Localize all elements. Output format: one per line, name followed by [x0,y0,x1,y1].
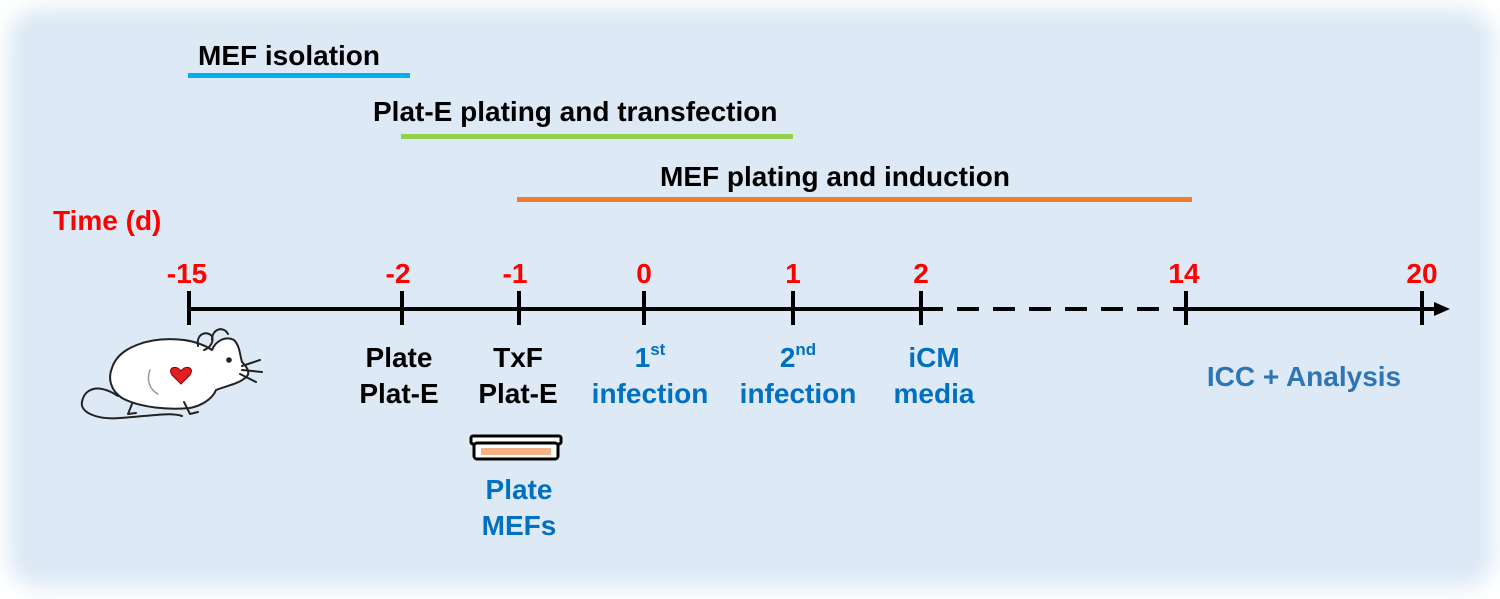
tick-label-0: 0 [636,258,652,289]
tick-label-minus-1: -1 [502,258,528,289]
event-txf-plat-e-line1: TxF [493,342,543,373]
phase-bar-mef-isolation [188,73,410,78]
event-second-infection-ordinal: 2nd [740,340,857,376]
event-icc-analysis: ICC + Analysis [1206,361,1402,392]
event-icm-media-line1: iCM [908,342,960,373]
phase-label-plat-e: Plat-E plating and transfection [373,96,778,127]
tick-label-minus-2: -2 [385,258,411,289]
event-icm-media-line2: media [893,378,975,409]
phase-label-mef-plating: MEF plating and induction [660,161,1010,192]
heart-icon [170,366,192,385]
ordinal-number: 1 [634,342,651,373]
event-plate-plat-e-line2: Plat-E [359,378,439,409]
culture-dish-icon [469,434,563,461]
event-plate-plat-e-line1: Plate [365,342,433,373]
event-second-infection-label: infection [739,378,857,409]
phase-label-mef-isolation: MEF isolation [198,40,380,71]
tick-label-20: 20 [1406,258,1438,289]
tick-label-1: 1 [785,258,801,289]
axis-title: Time (d) [53,205,162,236]
event-first-infection: 1st infection [592,340,709,412]
ordinal-suffix: st [650,340,666,359]
phase-bar-mef-plating [517,197,1192,202]
phase-bar-plat-e [401,134,793,139]
event-second-infection: 2nd infection [740,340,857,412]
ordinal-suffix: nd [795,340,817,359]
ordinal-number: 2 [779,342,796,373]
tick-label-14: 14 [1168,258,1200,289]
diagram-background [22,22,1480,574]
event-first-infection-ordinal: 1st [592,340,709,376]
event-plate-mefs-line1: Plate [485,474,553,505]
event-txf-plat-e-line2: Plat-E [478,378,558,409]
axis-ticks [187,291,1424,325]
tick-label-2: 2 [913,258,929,289]
event-txf-plat-e: TxF Plat-E [478,340,557,412]
event-first-infection-label: infection [591,378,709,409]
event-plate-mefs-line2: MEFs [481,510,557,541]
axis-arrowhead [1434,302,1450,316]
event-plate-plat-e: Plate Plat-E [359,340,438,412]
event-plate-mefs: Plate MEFs [482,472,557,544]
event-icm-media: iCM media [894,340,975,412]
tick-label-minus-15: -15 [166,258,208,289]
